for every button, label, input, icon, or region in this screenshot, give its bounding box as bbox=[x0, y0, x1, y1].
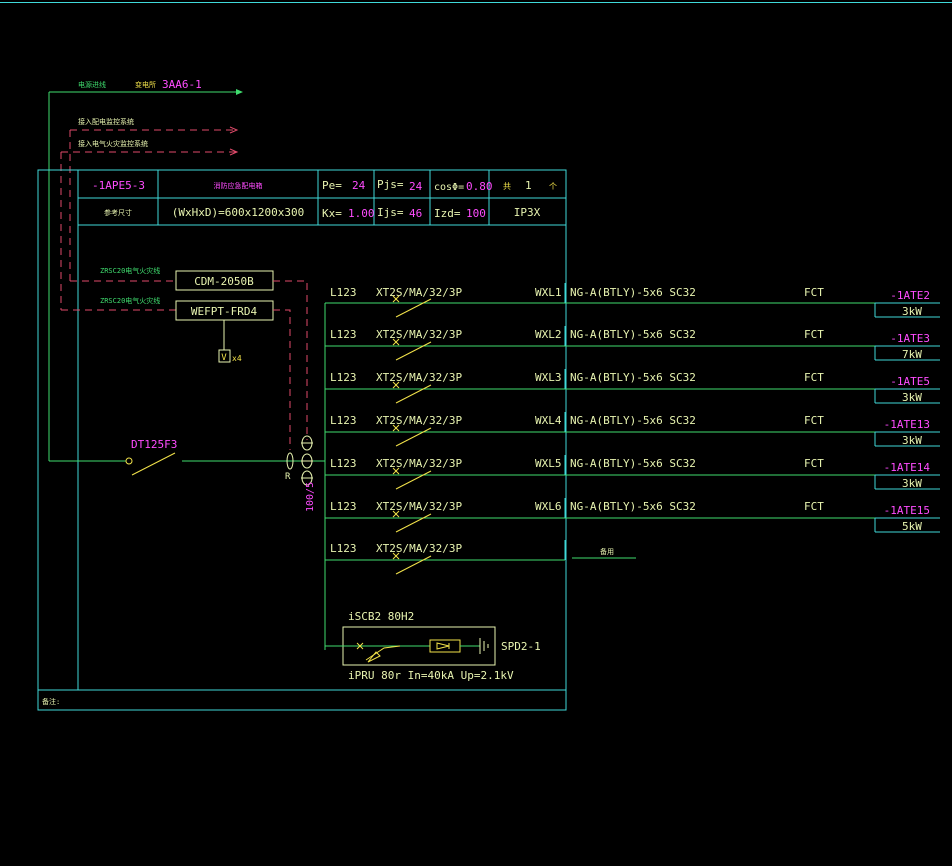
size-label: 参考尺寸 bbox=[104, 208, 132, 217]
panel-type: 消防应急配电箱 bbox=[214, 181, 263, 190]
circuit-2-target: -1ATE3 bbox=[890, 332, 930, 345]
circuit-4: L123 XT2S/MA/32/3P WXL4 NG-A(BTLY)-5x6 S… bbox=[325, 412, 940, 447]
qty-value: 1 bbox=[525, 179, 532, 192]
feed-label-power: 电源进线 bbox=[78, 80, 106, 89]
circuit-2-phase: L123 bbox=[330, 328, 357, 341]
pe-label: Pe= bbox=[322, 179, 342, 192]
spd-circuit: iSCB2 80H2 SPD2-1 iPRU 80r In=40kA Up=2.… bbox=[325, 610, 541, 682]
monitor-cable-1: ZRSC20电气火灾线 bbox=[100, 266, 160, 275]
circuit-4-power: 3kW bbox=[902, 434, 922, 447]
note-fire-monitoring: 接入电气火灾监控系统 bbox=[78, 139, 148, 148]
spare-breaker: XT2S/MA/32/3P bbox=[376, 542, 462, 555]
izd-label: Izd= bbox=[434, 207, 461, 220]
spare-phase: L123 bbox=[330, 542, 357, 555]
header-table: -1APE5-3 消防应急配电箱 参考尺寸 (WxHxD)=600x1200x3… bbox=[92, 178, 557, 220]
pe-value: 24 bbox=[352, 179, 366, 192]
feed-label-substation: 变电所 bbox=[135, 80, 156, 89]
cos-value: 0.80 bbox=[466, 180, 493, 193]
feed-source: 3AA6-1 bbox=[162, 78, 202, 91]
circuit-3-power: 3kW bbox=[902, 391, 922, 404]
circuit-1-id: WXL1 bbox=[535, 286, 562, 299]
cos-label: cosΦ= bbox=[434, 182, 464, 193]
circuit-5: L123 XT2S/MA/32/3P WXL5 NG-A(BTLY)-5x6 S… bbox=[325, 455, 940, 490]
circuit-5-power: 3kW bbox=[902, 477, 922, 490]
circuit-1-target: -1ATE2 bbox=[890, 289, 930, 302]
ip-rating: IP3X bbox=[514, 206, 541, 219]
circuit-3-phase: L123 bbox=[330, 371, 357, 384]
circuit-1-phase: L123 bbox=[330, 286, 357, 299]
circuit-1-power: 3kW bbox=[902, 305, 922, 318]
circuit-5-target: -1ATE14 bbox=[884, 461, 931, 474]
circuit-6-breaker: XT2S/MA/32/3P bbox=[376, 500, 462, 513]
ct-label: 100/5 bbox=[305, 482, 316, 512]
voltmeter-label: V bbox=[221, 353, 227, 363]
kx-value: 1.00 bbox=[348, 207, 375, 220]
circuit-4-id: WXL4 bbox=[535, 414, 562, 427]
circuit-6-target: -1ATE15 bbox=[884, 504, 930, 517]
spd-device: iPRU 80r In=40kA Up=2.1kV bbox=[348, 669, 514, 682]
circuit-4-phase: L123 bbox=[330, 414, 357, 427]
circuit-5-use: FCT bbox=[804, 457, 824, 470]
kx-label: Kx= bbox=[322, 207, 342, 220]
note-monitoring: 接入配电监控系统 bbox=[78, 117, 134, 126]
spd-id: SPD2-1 bbox=[501, 640, 541, 653]
circuit-6-power: 5kW bbox=[902, 520, 922, 533]
circuit-6-cable: NG-A(BTLY)-5x6 SC32 bbox=[570, 500, 696, 513]
circuit-6-phase: L123 bbox=[330, 500, 357, 513]
izd-value: 100 bbox=[466, 207, 486, 220]
circuit-5-phase: L123 bbox=[330, 457, 357, 470]
panel-id: -1APE5-3 bbox=[92, 179, 145, 192]
pjs-label: Pjs= bbox=[377, 178, 404, 191]
remark-label: 备注: bbox=[42, 697, 60, 706]
circuit-2-cable: NG-A(BTLY)-5x6 SC32 bbox=[570, 328, 696, 341]
monitor-cable-2: ZRSC20电气火灾线 bbox=[100, 296, 160, 305]
ijs-value: 46 bbox=[409, 207, 422, 220]
circuit-3-target: -1ATE5 bbox=[890, 375, 930, 388]
ijs-label: Ijs= bbox=[377, 206, 404, 219]
circuit-4-target: -1ATE13 bbox=[884, 418, 930, 431]
circuit-4-cable: NG-A(BTLY)-5x6 SC32 bbox=[570, 414, 696, 427]
main-switch: DT125F3 R 100/5 bbox=[49, 435, 325, 512]
size-value: (WxHxD)=600x1200x300 bbox=[172, 206, 304, 219]
spare-circuit: L123 XT2S/MA/32/3P 备用 bbox=[325, 540, 636, 575]
spd-breaker: iSCB2 80H2 bbox=[348, 610, 414, 623]
circuit-3: L123 XT2S/MA/32/3P WXL3 NG-A(BTLY)-5x6 S… bbox=[325, 369, 940, 404]
circuit-6-id: WXL6 bbox=[535, 500, 562, 513]
monitor-device-2: WEFPT-FRD4 bbox=[191, 305, 258, 318]
voltmeter-count: x4 bbox=[232, 354, 242, 363]
circuit-3-cable: NG-A(BTLY)-5x6 SC32 bbox=[570, 371, 696, 384]
circuit-2: L123 XT2S/MA/32/3P WXL2 NG-A(BTLY)-5x6 S… bbox=[325, 326, 940, 361]
spare-label: 备用 bbox=[600, 547, 614, 556]
monitor-devices: ZRSC20电气火灾线 CDM-2050B ZRSC20电气火灾线 WEFPT-… bbox=[61, 266, 308, 450]
circuit-6-use: FCT bbox=[804, 500, 824, 513]
circuit-4-use: FCT bbox=[804, 414, 824, 427]
incoming-feed: 电源进线 变电所 3AA6-1 接入配电监控系统 接入电气火灾监控系统 bbox=[48, 78, 243, 461]
circuit-5-id: WXL5 bbox=[535, 457, 562, 470]
panel-frame bbox=[37, 169, 567, 711]
circuit-2-breaker: XT2S/MA/32/3P bbox=[376, 328, 462, 341]
circuit-1: L123 XT2S/MA/32/3P WXL1 NG-A(BTLY)-5x6 S… bbox=[325, 283, 940, 318]
qty-unit: 个 bbox=[549, 182, 557, 191]
circuit-6: L123 XT2S/MA/32/3P WXL6 NG-A(BTLY)-5x6 S… bbox=[325, 498, 940, 533]
circuit-5-breaker: XT2S/MA/32/3P bbox=[376, 457, 462, 470]
monitor-device-1: CDM-2050B bbox=[194, 275, 254, 288]
qty-label: 共 bbox=[503, 182, 511, 191]
circuit-5-cable: NG-A(BTLY)-5x6 SC32 bbox=[570, 457, 696, 470]
circuit-2-power: 7kW bbox=[902, 348, 922, 361]
main-switch-label: DT125F3 bbox=[131, 438, 177, 451]
circuit-1-use: FCT bbox=[804, 286, 824, 299]
pjs-value: 24 bbox=[409, 180, 423, 193]
circuit-2-id: WXL2 bbox=[535, 328, 562, 341]
voltmeter-box bbox=[218, 349, 231, 363]
circuit-2-use: FCT bbox=[804, 328, 824, 341]
circuit-1-breaker: XT2S/MA/32/3P bbox=[376, 286, 462, 299]
circuit-3-use: FCT bbox=[804, 371, 824, 384]
circuit-1-cable: NG-A(BTLY)-5x6 SC32 bbox=[570, 286, 696, 299]
circuit-3-id: WXL3 bbox=[535, 371, 562, 384]
circuit-4-breaker: XT2S/MA/32/3P bbox=[376, 414, 462, 427]
r-label: R bbox=[285, 472, 291, 482]
circuit-3-breaker: XT2S/MA/32/3P bbox=[376, 371, 462, 384]
